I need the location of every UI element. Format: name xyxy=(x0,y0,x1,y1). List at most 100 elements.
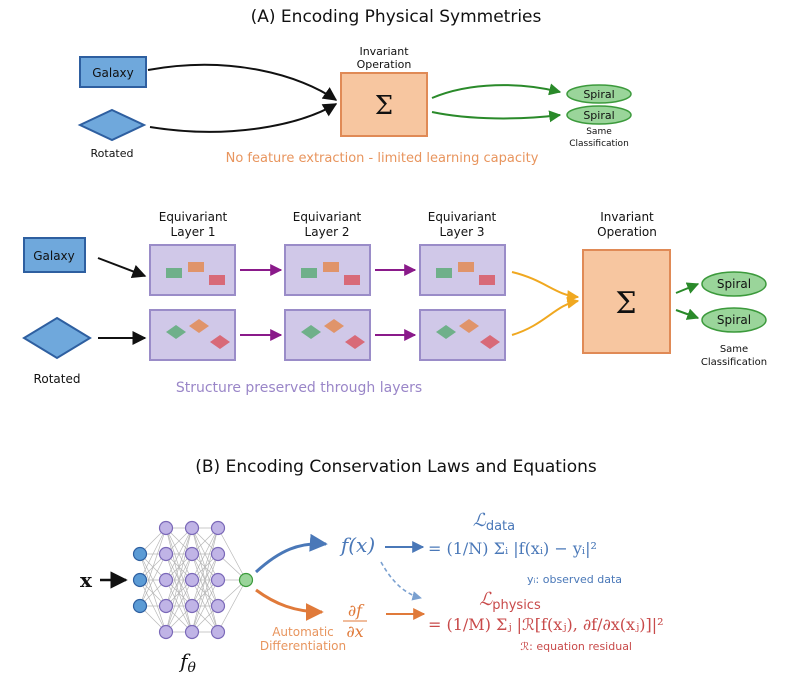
spiral-ellipse-1 xyxy=(566,84,632,104)
sum-symbol-2: Σ xyxy=(615,286,636,321)
spiral-label-3: Spiral xyxy=(717,277,751,291)
residual-note: ℛ: equation residual xyxy=(520,640,632,653)
layer2-box-bottom xyxy=(284,309,371,361)
bottom-note: Structure preserved through layers xyxy=(176,380,422,396)
galaxy-label: Galaxy xyxy=(92,66,134,80)
network-edge xyxy=(139,553,167,607)
feature-orange xyxy=(458,262,474,272)
input-node xyxy=(132,546,148,562)
feature-green-rotated xyxy=(301,325,321,339)
network-edge xyxy=(165,553,193,633)
layer1-label-1: Equivariant xyxy=(159,210,228,224)
feature-orange-rotated xyxy=(189,319,209,333)
autodiff-label-2: Differentiation xyxy=(260,639,346,653)
feature-green-rotated xyxy=(166,325,186,339)
spiral-label-4: Spiral xyxy=(717,313,751,327)
network-edge xyxy=(191,579,219,633)
rotated-label: Rotated xyxy=(91,147,134,160)
classification-label-2: Classification xyxy=(701,357,767,368)
feature-red-rotated xyxy=(210,335,230,349)
network-edge xyxy=(191,553,219,633)
feature-red-rotated xyxy=(345,335,365,349)
invariant-op-label-3: Invariant xyxy=(600,210,654,224)
same-label-2: Same xyxy=(720,344,748,355)
autodiff-label-1: Automatic xyxy=(272,625,334,639)
network-edge xyxy=(191,527,219,607)
input-node xyxy=(132,598,148,614)
hidden-node xyxy=(158,598,174,614)
arrow-l3-to-sum-bottom xyxy=(511,296,580,336)
section-b-title: (B) Encoding Conservation Laws and Equat… xyxy=(195,457,597,477)
hidden-node xyxy=(210,624,226,640)
input-x-label: x xyxy=(80,568,93,592)
layer3-box-top xyxy=(419,244,506,296)
feature-orange xyxy=(188,262,204,272)
feature-orange xyxy=(323,262,339,272)
network-edge xyxy=(139,527,167,581)
a-top-row: Galaxy Rotated Invariant Operation Σ Spi… xyxy=(77,45,632,166)
feature-green-rotated xyxy=(436,325,456,339)
network-edge xyxy=(217,579,247,633)
dfdx-denominator: ∂x xyxy=(346,622,363,641)
sum-box-2 xyxy=(582,249,671,354)
hidden-node xyxy=(210,520,226,536)
layer1-box-bottom xyxy=(149,309,236,361)
hidden-node xyxy=(210,572,226,588)
spiral-ellipse-3 xyxy=(701,271,767,297)
physics-loss-equation: = (1/M) Σⱼ |ℛ[f(xⱼ), ∂f/∂x(xⱼ)]|² xyxy=(428,615,664,634)
fx-label: f(x) xyxy=(339,533,375,557)
hidden-node xyxy=(184,546,200,562)
a-bottom-row: Galaxy Rotated Equivariant Layer 1 Equiv… xyxy=(22,210,767,396)
network-edge xyxy=(165,527,193,581)
arrow-galaxy-to-sum xyxy=(147,63,338,101)
input-node xyxy=(132,572,148,588)
galaxy-box xyxy=(79,56,147,88)
spiral-label-2: Spiral xyxy=(583,109,614,122)
arrow-rotated-to-sum xyxy=(149,103,338,133)
sum-box xyxy=(340,72,428,137)
l-physics-label: ℒphysics xyxy=(479,589,541,613)
hidden-node xyxy=(184,624,200,640)
layer2-label-2: Layer 2 xyxy=(305,225,350,239)
network-edge xyxy=(139,527,167,607)
network-edge xyxy=(191,527,219,633)
feature-red xyxy=(479,275,495,285)
arrow-sum-to-spiral-2 xyxy=(431,110,562,123)
top-note: No feature extraction - limited learning… xyxy=(226,151,539,166)
sum-symbol: Σ xyxy=(375,91,393,121)
layer3-box-bottom xyxy=(419,309,506,361)
hidden-node xyxy=(184,520,200,536)
hidden-node xyxy=(158,572,174,588)
invariant-op-label-2: Operation xyxy=(357,58,412,71)
arrow-sum2-to-spiral-2 xyxy=(675,308,700,320)
spiral-label-1: Spiral xyxy=(583,88,614,101)
arrow-sum2-to-spiral-1 xyxy=(675,282,700,294)
layer3-label-2: Layer 3 xyxy=(440,225,485,239)
feature-orange-rotated xyxy=(459,319,479,333)
feature-green xyxy=(166,268,182,278)
hidden-node xyxy=(158,624,174,640)
arrow-net-to-fx xyxy=(254,533,328,574)
feature-red xyxy=(209,275,225,285)
spiral-ellipse-4 xyxy=(701,307,767,333)
l-data-label: ℒdata xyxy=(473,510,515,534)
arrow-fx-to-lphysics-dashed xyxy=(380,561,422,601)
hidden-node xyxy=(210,546,226,562)
hidden-node xyxy=(158,520,174,536)
arrow-sum-to-spiral-1 xyxy=(431,83,562,99)
same-label: Same xyxy=(586,127,612,137)
invariant-op-label-1: Invariant xyxy=(359,45,409,58)
hidden-node xyxy=(210,598,226,614)
yi-note: yᵢ: observed data xyxy=(527,573,622,586)
network-edge xyxy=(165,527,193,633)
arrow-l3-to-sum-top xyxy=(511,271,580,303)
dfdx-numerator: ∂f xyxy=(348,601,365,620)
network-edge xyxy=(165,579,193,633)
rotated-label-2: Rotated xyxy=(34,372,81,386)
output-node xyxy=(238,572,254,588)
layer3-label-1: Equivariant xyxy=(428,210,497,224)
rotated-galaxy-diamond xyxy=(77,108,147,142)
hidden-node xyxy=(184,572,200,588)
feature-red-rotated xyxy=(480,335,500,349)
